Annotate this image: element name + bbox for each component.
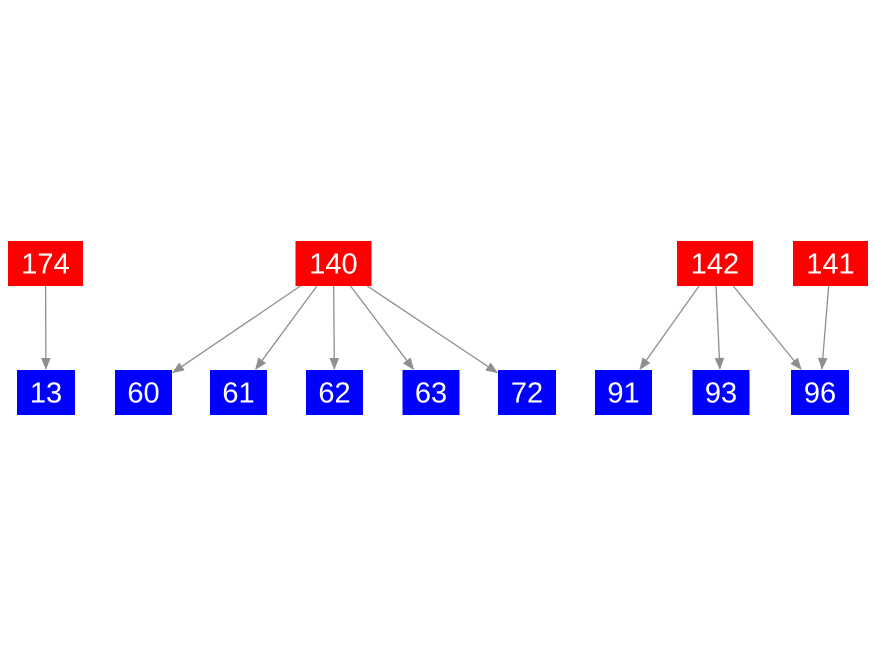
arrowhead-icon <box>172 362 185 374</box>
node-62-label: 62 <box>318 378 350 410</box>
arrowhead-icon <box>485 362 498 374</box>
arrowhead-icon <box>402 357 414 370</box>
node-91-label: 91 <box>607 378 639 410</box>
node-174: 174 <box>8 241 83 286</box>
edge-140-72 <box>366 285 498 374</box>
edge-line-141-96 <box>821 285 830 370</box>
node-93: 93 <box>692 370 750 415</box>
node-63-label: 63 <box>415 378 447 410</box>
node-91-box <box>595 370 652 415</box>
node-60: 60 <box>115 370 172 415</box>
node-141: 141 <box>793 241 868 286</box>
edge-line-142-93 <box>715 285 721 370</box>
node-13: 13 <box>17 370 75 415</box>
edge-174-13 <box>41 285 51 370</box>
arrowhead-icon <box>329 357 340 370</box>
edge-140-61 <box>255 285 318 370</box>
arrowhead-icon <box>790 357 802 370</box>
edge-142-96 <box>732 285 802 370</box>
edge-line-140-61 <box>255 285 318 370</box>
node-174-box <box>8 241 83 286</box>
node-141-box <box>793 241 868 286</box>
edges-layer <box>41 285 830 374</box>
node-62-box <box>306 370 363 415</box>
arrowhead-icon <box>255 357 267 370</box>
edge-140-63 <box>349 285 414 370</box>
edge-line-142-91 <box>639 285 700 370</box>
node-142-label: 142 <box>691 249 739 281</box>
node-140-label: 140 <box>309 249 357 281</box>
node-61-box <box>210 370 267 415</box>
node-61: 61 <box>210 370 267 415</box>
node-60-label: 60 <box>127 378 159 410</box>
edge-142-91 <box>639 285 700 370</box>
node-140: 140 <box>295 241 372 286</box>
node-60-box <box>115 370 172 415</box>
node-72-label: 72 <box>511 378 543 410</box>
node-13-label: 13 <box>30 378 62 410</box>
node-93-box <box>692 370 750 415</box>
node-72: 72 <box>498 370 556 415</box>
edge-line-140-72 <box>366 285 498 374</box>
arrowhead-icon <box>714 357 725 370</box>
edge-line-140-63 <box>349 285 414 370</box>
edge-line-140-60 <box>172 285 301 374</box>
node-62: 62 <box>306 370 363 415</box>
edge-141-96 <box>818 285 830 370</box>
node-96-label: 96 <box>804 378 836 410</box>
arrowhead-icon <box>639 357 651 370</box>
node-63-box <box>402 370 460 415</box>
arrowhead-icon <box>41 357 51 370</box>
node-96-box <box>791 370 849 415</box>
edge-140-62 <box>329 285 340 370</box>
node-63: 63 <box>402 370 460 415</box>
node-91: 91 <box>595 370 652 415</box>
node-61-label: 61 <box>222 378 254 410</box>
edge-142-93 <box>714 285 725 370</box>
node-93-label: 93 <box>705 378 737 410</box>
node-142-box <box>677 241 753 286</box>
edge-line-140-62 <box>333 285 335 370</box>
nodes-layer: 174 140 142 141 13 60 61 62 63 72 91 93 96 <box>8 241 868 415</box>
arrowhead-icon <box>818 357 828 370</box>
node-174-label: 174 <box>21 249 69 281</box>
node-140-box <box>295 241 372 286</box>
node-72-box <box>498 370 556 415</box>
node-96: 96 <box>791 370 849 415</box>
edge-line-142-96 <box>732 285 802 370</box>
edge-140-60 <box>172 285 301 374</box>
node-141-label: 141 <box>806 249 854 281</box>
node-142: 142 <box>677 241 753 286</box>
node-13-box <box>17 370 75 415</box>
